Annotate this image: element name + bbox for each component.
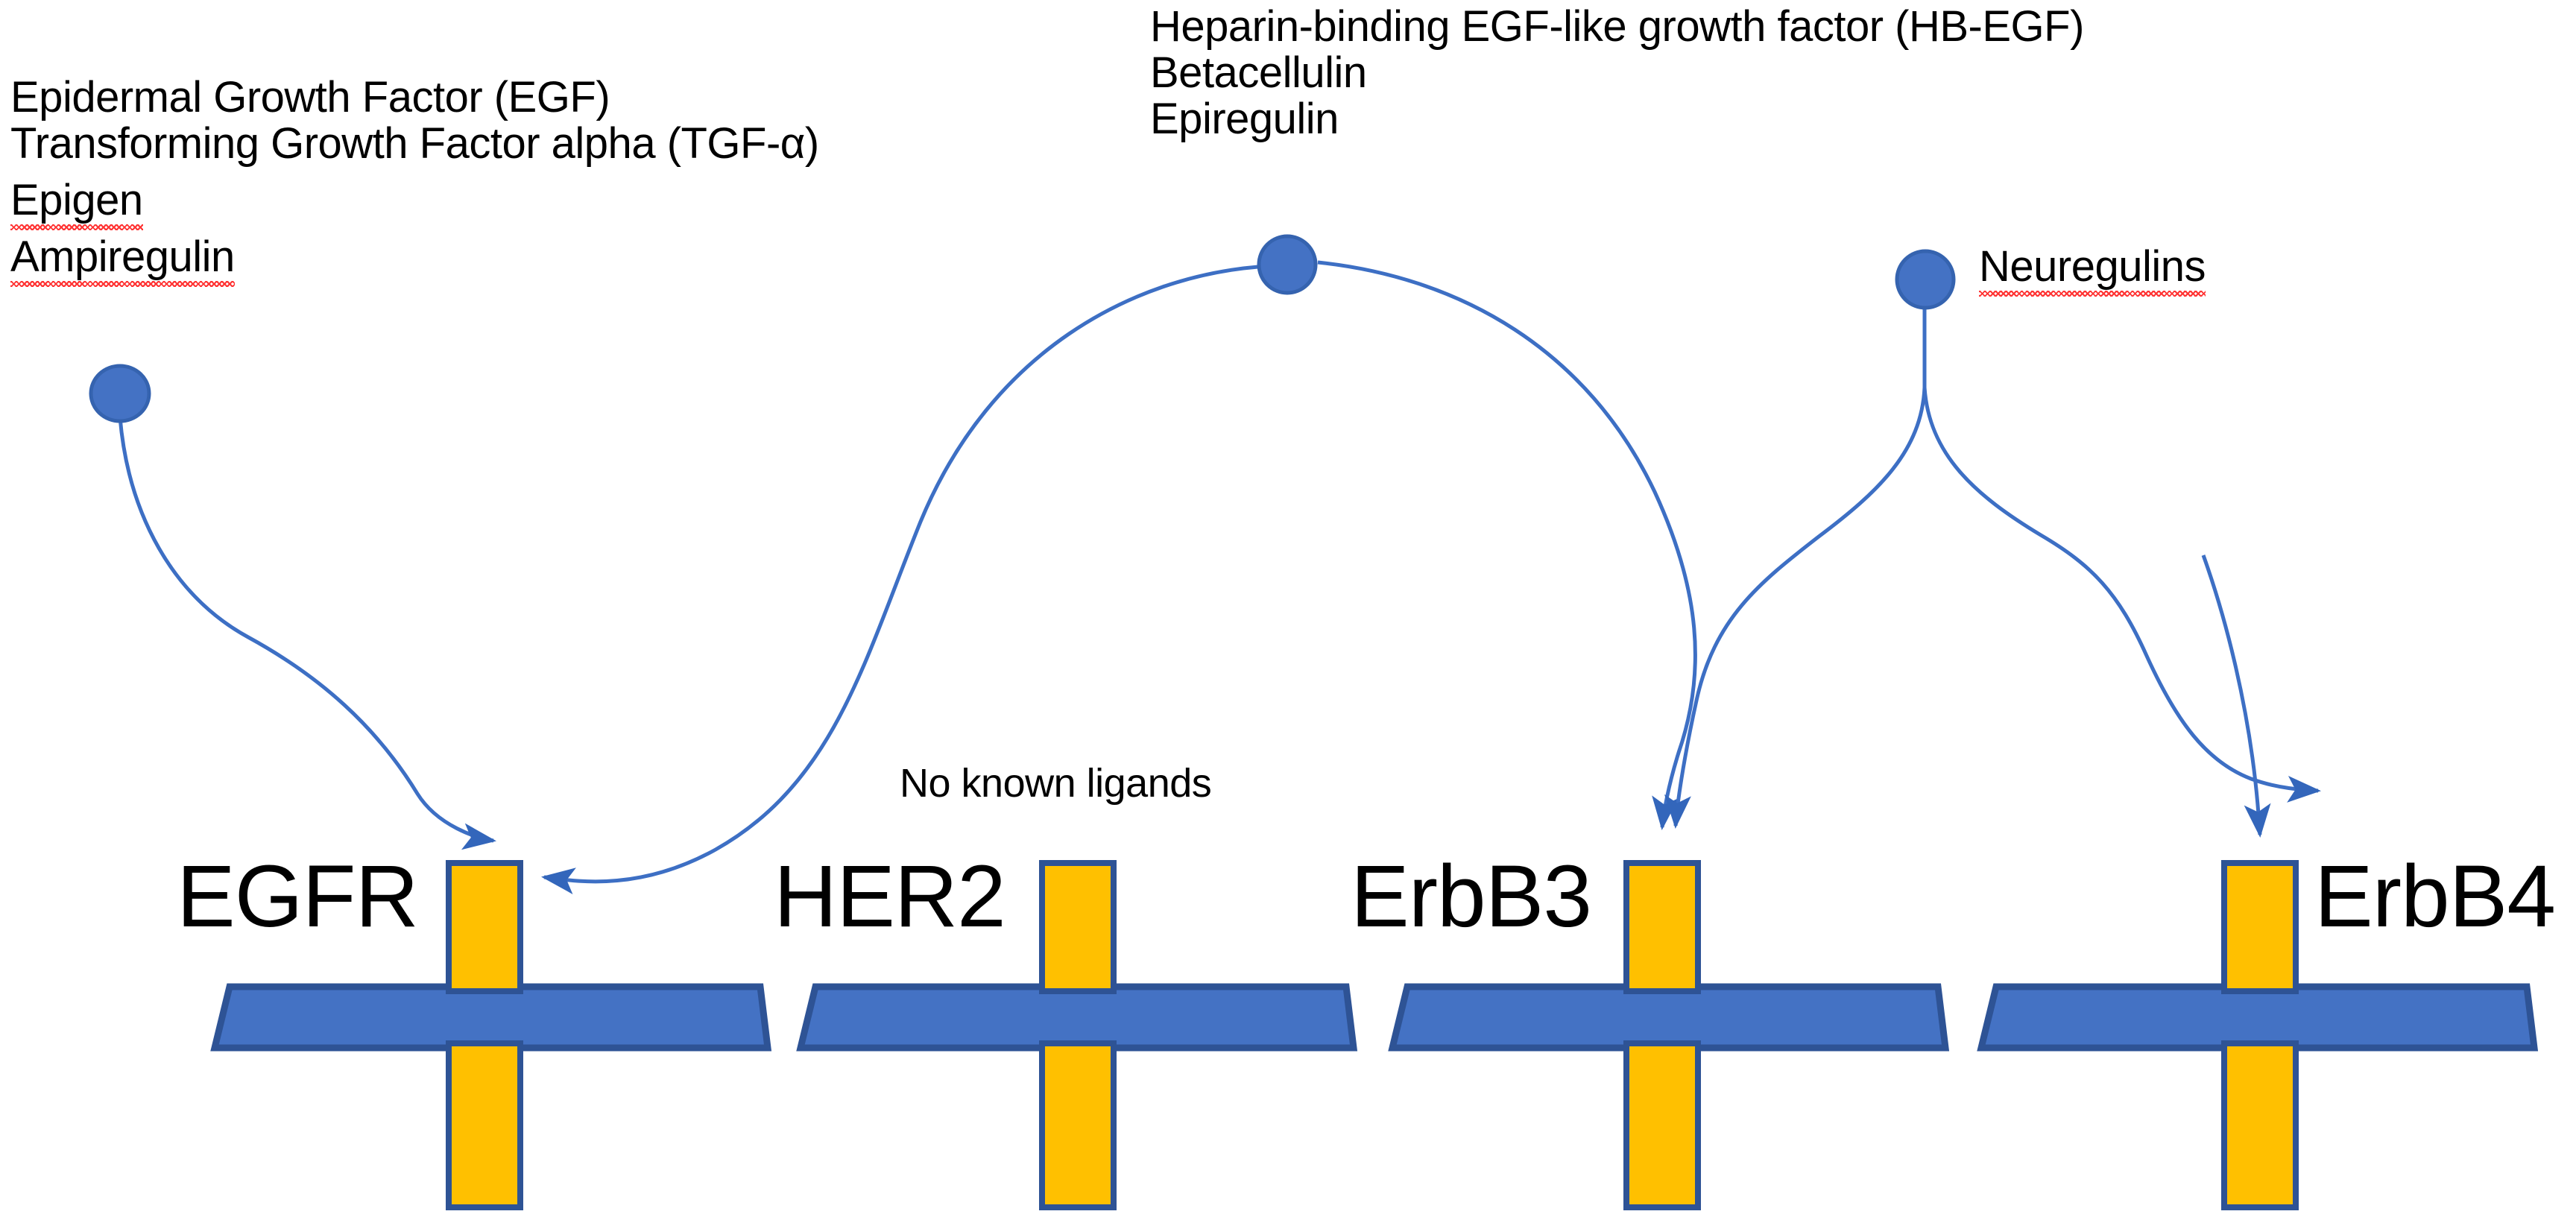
membrane-egfr	[210, 983, 772, 1052]
transmembrane-domain-group	[446, 860, 2299, 1210]
ligand-label: Ampiregulin	[10, 233, 819, 287]
connector-neuregulins-to-erbb4-down	[2201, 554, 2271, 838]
ligand-list-egf: Epidermal Growth Factor (EGF) Transformi…	[10, 73, 819, 287]
receptor-label-her2: HER2	[774, 847, 1006, 946]
domain-her2-intracellular	[1039, 1040, 1117, 1210]
ligand-label-text: Ampiregulin	[10, 233, 235, 287]
ligand-label: Epiregulin	[1150, 95, 1339, 143]
ligand-list-neuregulins: Neuregulins	[1979, 242, 2206, 297]
membrane-group	[210, 983, 2539, 1052]
ligand-label: Epidermal Growth Factor (EGF)	[10, 73, 610, 121]
domain-egfr-extracellular	[446, 860, 523, 994]
hbegf-ligand-dot[interactable]	[1257, 234, 1318, 295]
ligand-list-hbegf: Heparin-binding EGF-like growth factor (…	[1150, 4, 2084, 142]
connector-hbegf-to-erbb3	[1317, 260, 1697, 830]
domain-erbb3-intracellular	[1623, 1040, 1701, 1210]
ligand-label-text: Neuregulins	[1979, 242, 2206, 297]
receptor-label-erbb4: ErbB4	[2314, 847, 2556, 946]
ligand-dot-group	[89, 234, 1956, 423]
domain-her2-extracellular	[1039, 860, 1117, 994]
ligand-label-text: Epigen	[10, 176, 143, 230]
connector-group	[118, 260, 2321, 894]
membrane-erbb3	[1388, 983, 1950, 1052]
domain-erbb4-intracellular	[2221, 1040, 2299, 1210]
neuregulins-ligand-dot[interactable]	[1895, 249, 1956, 310]
membrane-erbb4	[1977, 983, 2539, 1052]
receptor-label-egfr: EGFR	[177, 847, 419, 946]
domain-egfr-intracellular	[446, 1040, 523, 1210]
ligand-label: Betacellulin	[1150, 48, 1367, 97]
ligand-label: Transforming Growth Factor alpha (TGF-α)	[10, 119, 819, 168]
domain-erbb4-extracellular	[2221, 860, 2299, 994]
connector-neuregulins-to-erbb3	[1664, 387, 1927, 829]
domain-erbb3-extracellular	[1623, 860, 1701, 994]
no-known-ligands-note: No known ligands	[900, 761, 1212, 806]
receptor-label-erbb3: ErbB3	[1351, 847, 1592, 946]
egf-ligand-dot[interactable]	[89, 364, 151, 423]
connector-neuregulins-to-erbb4	[1922, 387, 2321, 803]
connector-hbegf-to-egfr	[541, 265, 1259, 894]
ligand-label: Heparin-binding EGF-like growth factor (…	[1150, 2, 2084, 51]
membrane-her2	[796, 983, 1358, 1052]
ligand-label: Epigen	[10, 176, 819, 230]
connector-egf-to-egfr	[118, 417, 496, 850]
ligand-label: Neuregulins	[1979, 242, 2206, 297]
